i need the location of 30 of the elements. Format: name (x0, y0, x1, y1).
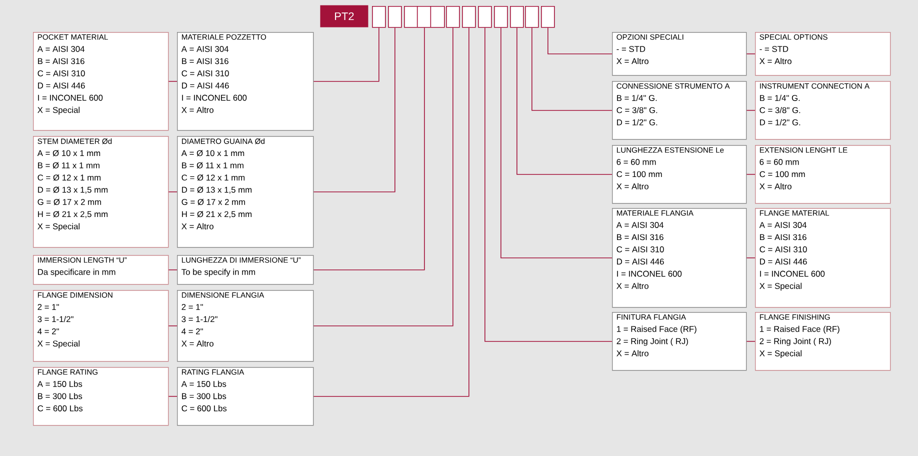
code-box (510, 6, 524, 28)
connector-line (746, 110, 756, 111)
connector-line (500, 27, 612, 258)
connector-line (746, 340, 756, 342)
code-box (525, 6, 539, 28)
code-box (494, 6, 508, 28)
connector-line (313, 27, 396, 192)
connector-line (746, 53, 756, 54)
connector-line (548, 27, 612, 54)
connector-line (746, 257, 756, 258)
connector-line (516, 27, 612, 175)
code-box (388, 6, 402, 28)
code-box (372, 6, 386, 28)
code-box (478, 6, 492, 28)
connector-line (532, 27, 612, 111)
code-box (446, 6, 460, 28)
connector-line (313, 27, 454, 326)
connector-line (168, 325, 178, 326)
connector-line (168, 269, 178, 270)
connector-line (313, 27, 425, 270)
connector-line (313, 27, 380, 82)
code-box (462, 6, 476, 28)
code-box (541, 6, 555, 28)
connector-line (168, 80, 178, 82)
connector-line (484, 27, 612, 342)
connector-line (313, 27, 470, 397)
connector-line (168, 191, 178, 192)
code-prefix-box: PT2 (320, 5, 368, 28)
connector-line (168, 396, 178, 397)
connector-line (746, 174, 756, 175)
